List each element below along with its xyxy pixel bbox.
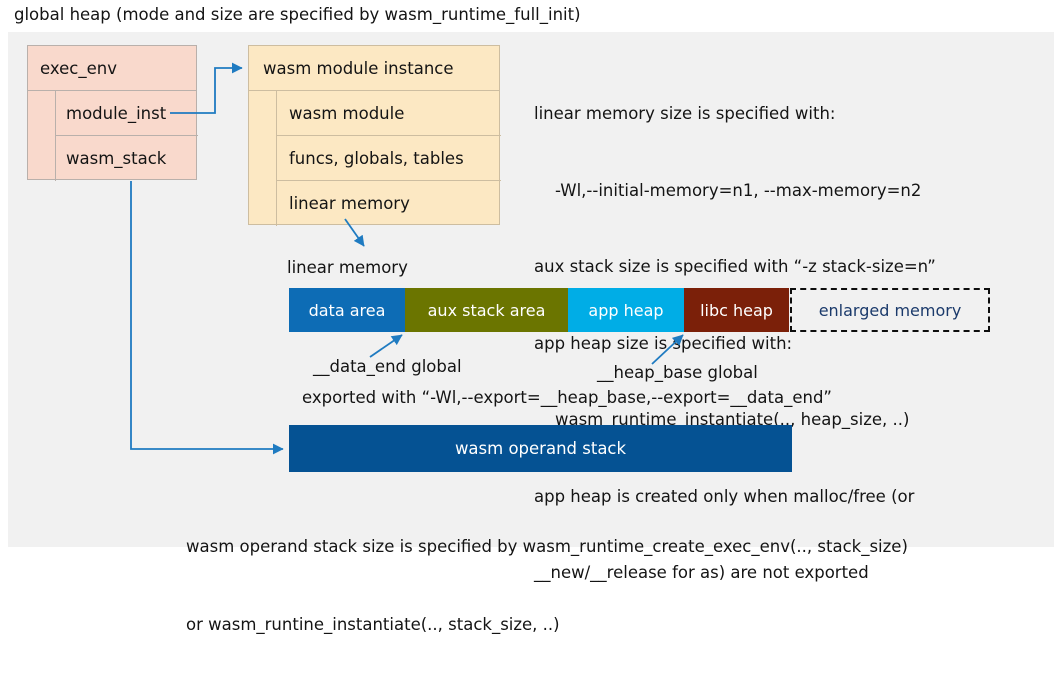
memory-segment-app-heap-label: app heap (588, 300, 664, 320)
operand-stack-note-line-2: or wasm_runtine_instantiate(.., stack_si… (186, 615, 560, 634)
memory-segment-data-area-label: data area (308, 300, 386, 320)
linear-memory-notes: linear memory size is specified with: -W… (534, 50, 1034, 637)
memory-segment-enlarged-memory-label: enlarged memory (818, 300, 962, 320)
memory-segment-aux-stack-area: aux stack area (405, 288, 568, 332)
memory-segment-libc-heap-label: libc heap (700, 300, 773, 320)
exec-env-row-wasm-stack: wasm_stack (66, 149, 167, 168)
exec-env-gutter (28, 91, 56, 181)
wasm-module-instance-row-linear-memory: linear memory (289, 194, 410, 213)
note-line-2: -Wl,--initial-memory=n1, --max-memory=n2 (534, 180, 922, 200)
annotation-heap-base: __heap_base global (597, 363, 758, 382)
note-line-4: app heap size is specified with: (534, 333, 793, 353)
wasm-module-instance-box: wasm module instance wasm module funcs, … (248, 45, 501, 226)
note-line-3: aux stack size is specified with “-z sta… (534, 257, 936, 276)
exec-env-header: exec_env (28, 46, 196, 91)
wasm-operand-stack-label: wasm operand stack (454, 439, 627, 458)
operand-stack-note-line-1: wasm operand stack size is specified by … (186, 537, 908, 556)
wasm-module-instance-header: wasm module instance (249, 46, 499, 91)
operand-stack-note: wasm operand stack size is specified by … (186, 482, 1046, 690)
annotation-exported: exported with “-Wl,--export=__heap_base,… (302, 388, 832, 407)
memory-segment-app-heap: app heap (568, 288, 684, 332)
memory-segment-data-area: data area (289, 288, 405, 332)
wasm-module-instance-row-funcs-globals-tables: funcs, globals, tables (277, 136, 501, 181)
linear-memory-label: linear memory (287, 258, 408, 277)
memory-segment-aux-stack-area-label: aux stack area (427, 300, 546, 320)
diagram-canvas: global heap (mode and size are specified… (8, 5, 1054, 634)
wasm-module-instance-gutter (249, 91, 277, 226)
annotation-data-end: __data_end global (313, 357, 462, 376)
wasm-operand-stack-box: wasm operand stack (289, 425, 792, 472)
note-line-5: wasm_runtime_instantiate(.., heap_size, … (534, 410, 910, 429)
page-title: global heap (mode and size are specified… (14, 5, 581, 24)
note-line-1: linear memory size is specified with: (534, 104, 836, 123)
exec-env-row-module-inst: module_inst (56, 91, 198, 136)
wasm-module-instance-row-wasm-module: wasm module (277, 91, 501, 136)
memory-segment-libc-heap: libc heap (684, 288, 789, 332)
exec-env-box: exec_env module_inst wasm_stack (27, 45, 198, 181)
note-line-6: app heap is created only when malloc/fre… (534, 486, 915, 506)
memory-segment-enlarged-memory: enlarged memory (790, 288, 990, 332)
